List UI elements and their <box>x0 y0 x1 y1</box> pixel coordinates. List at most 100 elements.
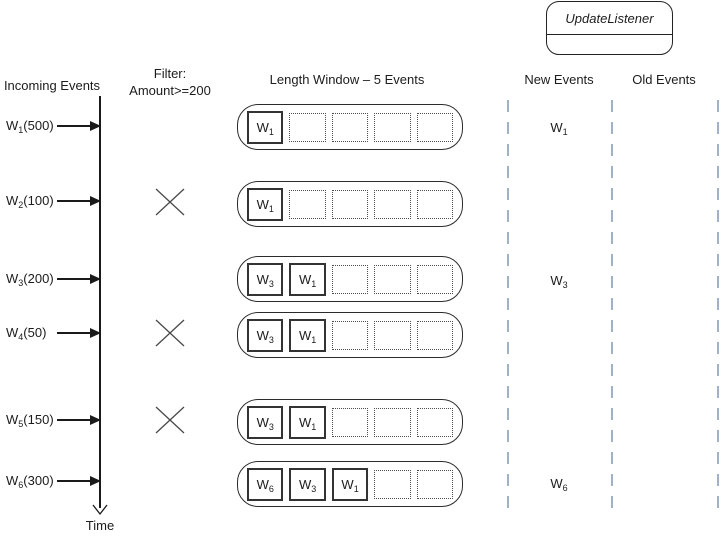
length-window-state: W1 <box>237 104 463 150</box>
window-slot-filled: W3 <box>247 405 284 439</box>
arrow-head-icon <box>90 415 101 425</box>
new-event-label: W1 <box>550 120 568 137</box>
event-arrow <box>57 196 101 206</box>
event-arrow <box>57 121 101 131</box>
filter-reject-x-icon <box>155 406 185 434</box>
length-window-state: W3 W1 <box>237 399 463 445</box>
window-slot-empty <box>374 264 411 294</box>
event-symbol: W <box>6 412 19 427</box>
event-arrow <box>57 415 101 425</box>
slot-label: W3 <box>298 476 317 494</box>
arrow-head-icon <box>90 274 101 284</box>
event-value: (100) <box>23 193 54 208</box>
slot-label: W1 <box>298 327 317 345</box>
header-new-events: New Events <box>524 72 594 87</box>
new-event-label: W6 <box>550 476 568 493</box>
slot-label: W3 <box>256 414 274 432</box>
timeline-label: Time <box>85 518 115 533</box>
header-length-window: Length Window – 5 Events <box>269 72 425 87</box>
event-symbol: W <box>6 118 19 133</box>
event-subscript: 5 <box>18 419 24 429</box>
window-slot-filled: W3 <box>289 467 326 501</box>
window-slot-empty <box>331 407 369 437</box>
window-slot-filled: W1 <box>247 110 284 144</box>
event-label: W4(50) <box>6 324 46 342</box>
header-filter-line2: Amount>=200 <box>129 83 211 98</box>
arrow-head-icon <box>90 476 101 486</box>
length-window-state: W1 <box>237 181 463 227</box>
new-event-label: W3 <box>550 273 568 290</box>
event-arrow <box>57 328 101 338</box>
event-label: W5(150) <box>6 411 54 429</box>
arrow-head-icon <box>90 121 101 131</box>
arrow-head-icon <box>90 328 101 338</box>
window-slot-empty <box>374 469 411 499</box>
update-listener-box: UpdateListener <box>546 1 673 55</box>
event-arrow <box>57 274 101 284</box>
window-slot-filled: W1 <box>331 467 369 501</box>
window-slot-empty <box>416 407 454 437</box>
window-slot-empty <box>416 264 454 294</box>
arrow-shaft <box>57 419 91 421</box>
window-slot-filled: W1 <box>247 187 284 221</box>
window-slot-filled: W3 <box>247 262 284 296</box>
separator-old-events-right <box>717 100 719 515</box>
separator-new-events-left <box>507 100 509 515</box>
timeline-arrow-down-icon <box>92 504 108 516</box>
window-slot-empty <box>331 112 369 142</box>
event-label: W6(300) <box>6 472 54 490</box>
window-slot-empty <box>374 189 411 219</box>
event-subscript: 3 <box>18 278 24 288</box>
slot-label: W1 <box>256 119 274 137</box>
slot-label: W1 <box>298 414 317 432</box>
event-symbol: W <box>6 325 19 340</box>
window-slot-empty <box>416 189 453 219</box>
window-slot-empty <box>416 469 454 499</box>
window-slot-empty <box>374 407 411 437</box>
window-slot-filled: W6 <box>247 467 284 501</box>
arrow-shaft <box>57 125 91 127</box>
header-filter-line1: Filter: <box>153 66 187 81</box>
slot-label: W1 <box>256 196 274 214</box>
window-slot-empty <box>416 320 454 350</box>
event-subscript: 4 <box>18 332 24 342</box>
slot-label: W1 <box>298 271 317 289</box>
window-slot-filled: W1 <box>289 318 326 352</box>
slot-label: W1 <box>341 476 359 494</box>
slot-label: W3 <box>256 327 274 345</box>
window-slot-filled: W1 <box>289 262 326 296</box>
event-value: (300) <box>23 473 54 488</box>
event-label: W1(500) <box>6 117 54 135</box>
length-window-state: W3 W1 <box>237 256 463 302</box>
header-incoming-events: Incoming Events <box>3 78 101 93</box>
window-slot-empty <box>331 264 369 294</box>
window-slot-empty <box>289 112 326 142</box>
arrow-shaft <box>57 200 91 202</box>
window-slot-empty <box>331 320 369 350</box>
event-arrow <box>57 476 101 486</box>
separator-new-old-events <box>611 100 613 515</box>
filter-reject-x-icon <box>155 188 185 216</box>
arrow-head-icon <box>90 196 101 206</box>
window-slot-filled: W1 <box>289 405 326 439</box>
window-slot-filled: W3 <box>247 318 284 352</box>
event-subscript: 2 <box>18 200 24 210</box>
window-slot-empty <box>374 112 411 142</box>
slot-label: W3 <box>256 271 274 289</box>
window-slot-empty <box>416 112 453 142</box>
length-window-state: W6 W3 W1 <box>237 461 463 507</box>
arrow-shaft <box>57 278 91 280</box>
event-subscript: 6 <box>18 480 24 490</box>
event-value: (150) <box>23 412 54 427</box>
arrow-shaft <box>57 332 91 334</box>
event-subscript: 1 <box>18 125 24 135</box>
header-filter: Filter: Amount>=200 <box>118 65 222 99</box>
slot-label: W6 <box>256 476 274 494</box>
event-symbol: W <box>6 193 19 208</box>
event-value: (50) <box>23 325 47 340</box>
window-slot-empty <box>331 189 369 219</box>
event-label: W2(100) <box>6 192 54 210</box>
length-window-state: W3 W1 <box>237 312 463 358</box>
update-listener-title: UpdateListener <box>547 2 672 35</box>
header-old-events: Old Events <box>632 72 696 87</box>
